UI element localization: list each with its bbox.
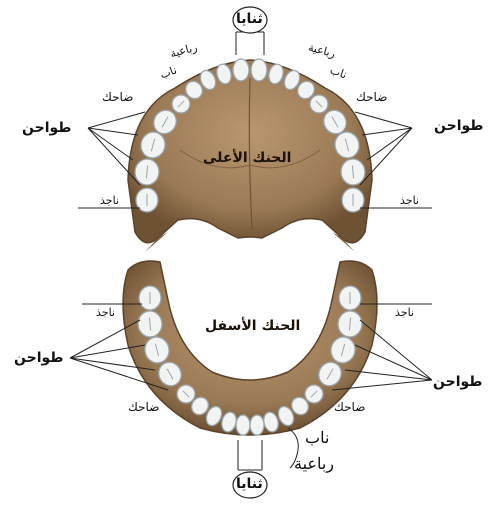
label-upper-molar-right: طواحن — [434, 118, 483, 134]
label-upper-wisdom-left: ناجذ — [100, 194, 119, 207]
label-lower-premolar-right: ضاحك — [334, 400, 365, 414]
label-upper-wisdom-right: ناجذ — [400, 194, 419, 207]
label-lower-molar-right: طواحن — [433, 374, 482, 390]
upper-tooth-2 — [251, 59, 267, 81]
label-lower-canine: ناب — [305, 428, 329, 447]
label-lower-central: ثنايا — [236, 476, 263, 492]
upper-central-leader — [236, 32, 264, 55]
label-upper-palate: الحنك الأعلى — [203, 150, 291, 166]
label-lower-wisdom-left: ناجذ — [96, 306, 115, 319]
label-lower-wisdom-right: ناجذ — [395, 306, 414, 319]
lower-tooth-2 — [250, 415, 264, 435]
label-lower-lateral: رباعية — [294, 454, 334, 473]
label-lower-molar-left: طواحن — [14, 350, 63, 366]
label-upper-premolar-left: ضاحك — [102, 90, 133, 104]
upper-tooth-1 — [233, 59, 249, 81]
lower-central-leader — [238, 440, 262, 470]
label-lower-premolar-left: ضاحك — [128, 400, 159, 414]
lower-tooth-1 — [236, 415, 250, 435]
label-upper-molar-left: طواحن — [22, 120, 71, 136]
label-upper-central: ثنايا — [236, 11, 263, 27]
label-upper-premolar-right: ضاحك — [356, 90, 387, 104]
label-lower-palate: الحنك الأسفل — [205, 318, 300, 334]
